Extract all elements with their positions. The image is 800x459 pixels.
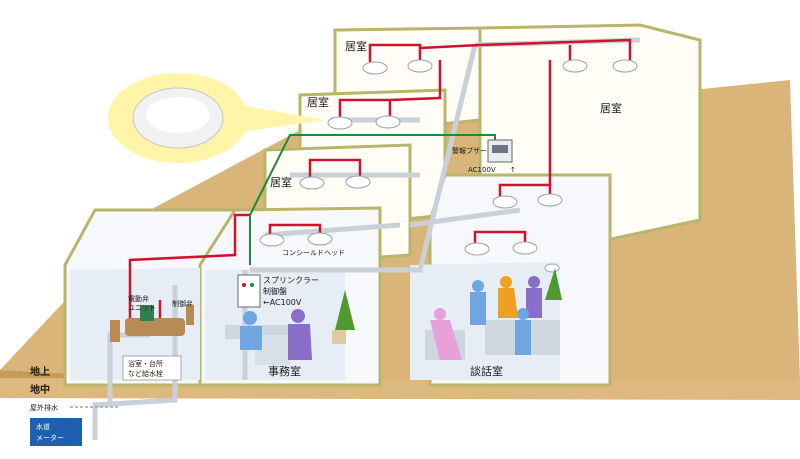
label-outdoor-drain: 屋外排水: [30, 403, 58, 412]
lounge-scene: [425, 268, 562, 360]
label-concealed-head: コンシールドヘッド: [282, 249, 345, 257]
label-sprinkler-panel-3: ←AC100V: [263, 298, 302, 307]
panel-lamp-red: [242, 283, 246, 287]
water-meter-box: [30, 418, 82, 446]
arrow-up-icon: ↑: [510, 166, 516, 174]
sprinkler-control-panel: [237, 274, 261, 308]
label-living-room-2: 居室: [600, 101, 622, 115]
label-sprinkler-panel-2: 制御盤: [263, 286, 287, 296]
green-wiring: [249, 134, 496, 265]
alarm-buzzer-display: [492, 145, 508, 153]
office-scene: [225, 290, 355, 365]
label-water-meter-1: 水道: [36, 422, 50, 431]
label-living-room-1: 居室: [345, 39, 367, 53]
label-sprinkler-panel-1: スプリンクラー: [263, 276, 319, 285]
label-bath-kitchen-1: 浴室・台所: [128, 359, 163, 368]
label-water-meter-2: メーター: [36, 433, 64, 442]
label-bath-kitchen-2: など給水栓: [128, 369, 163, 378]
label-alarm-buzzer: 警報ブザー: [452, 146, 487, 155]
sprinkler-heads: [259, 59, 638, 273]
label-living-room-4: 居室: [270, 175, 292, 189]
panel-lamp-green: [250, 283, 254, 287]
label-control-valve: 制御弁: [172, 299, 193, 308]
label-below-ground: 地中: [30, 383, 50, 396]
underground-band: [0, 395, 800, 459]
label-living-room-3: 居室: [307, 95, 329, 109]
label-ac100v-top: AC100V: [468, 166, 496, 174]
bath-kitchen-box: [122, 355, 182, 381]
valve-unit: [110, 305, 194, 342]
callout-pointer: [240, 105, 325, 132]
label-above-ground: 地上: [30, 365, 50, 378]
red-pipes: [128, 38, 632, 335]
label-office: 事務室: [268, 364, 301, 378]
concealed-head-closeup-inner: [146, 97, 210, 133]
label-motor-valve-1: 電動弁: [128, 294, 149, 303]
label-motor-valve-2: ユニット: [128, 304, 156, 312]
label-lounge: 談話室: [470, 364, 503, 378]
